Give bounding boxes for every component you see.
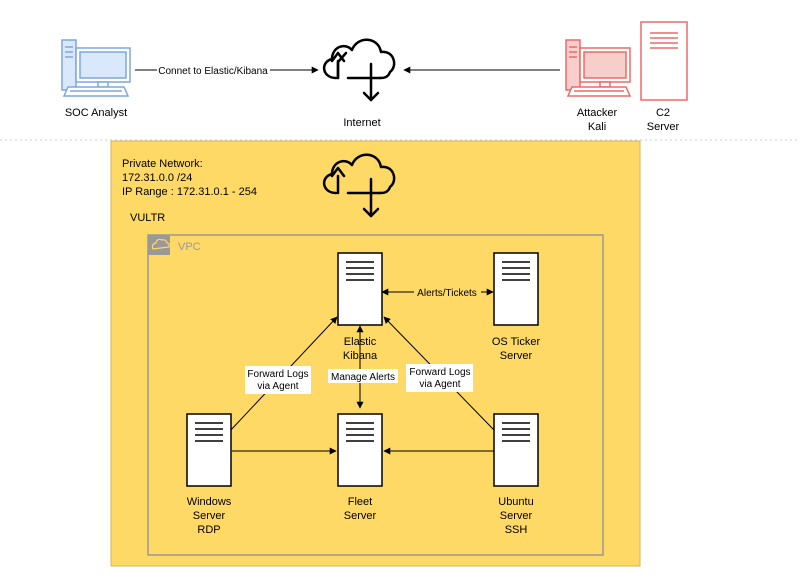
osticket-server-icon bbox=[493, 252, 539, 326]
forward-left-label-line2: via Agent bbox=[257, 381, 298, 392]
attacker-label-line2: Kali bbox=[588, 121, 606, 133]
internet-cloud-icon bbox=[323, 38, 396, 102]
c2-label-line2: Server bbox=[647, 121, 680, 133]
connect-label: Connet to Elastic/Kibana bbox=[158, 66, 268, 77]
provider-label: VULTR bbox=[130, 212, 165, 224]
elastic-label-line2: Kibana bbox=[343, 350, 378, 362]
windows-label-line2: Server bbox=[193, 510, 226, 522]
internet-label: Internet bbox=[343, 117, 380, 129]
vpc-label: VPC bbox=[178, 241, 201, 253]
manage-alerts-label-bg bbox=[328, 369, 398, 383]
alerts-tickets-label: Alerts/Tickets bbox=[417, 288, 477, 299]
forward-left-label-bg bbox=[245, 366, 311, 394]
forward-right-label-line1: Forward Logs bbox=[409, 367, 470, 378]
connect-label-bg bbox=[157, 63, 270, 77]
fleet-label-line1: Fleet bbox=[348, 496, 372, 508]
ubuntu-label-line1: Ubuntu bbox=[498, 496, 533, 508]
forward-left-label-line1: Forward Logs bbox=[247, 369, 308, 380]
attacker-workstation-icon bbox=[565, 39, 632, 97]
private-network-cidr: 172.31.0.0 /24 bbox=[122, 172, 192, 184]
osticket-label-line2: Server bbox=[500, 350, 533, 362]
windows-label-line3: RDP bbox=[197, 524, 220, 536]
private-network-title: Private Network: bbox=[122, 158, 203, 170]
manage-alerts-label: Manage Alerts bbox=[331, 372, 395, 383]
forward-right-label-bg bbox=[406, 364, 473, 392]
alerts-tickets-label-bg bbox=[414, 285, 481, 299]
elastic-kibana-server-icon bbox=[337, 252, 383, 326]
forward-right-label-line2: via Agent bbox=[419, 379, 460, 390]
elastic-label-line1: Elastic bbox=[344, 336, 377, 348]
vpc-container bbox=[147, 234, 604, 556]
ubuntu-label-line2: Server bbox=[500, 510, 533, 522]
private-network-range: IP Range : 172.31.0.1 - 254 bbox=[122, 186, 257, 198]
network-cloud-icon bbox=[323, 153, 396, 218]
soc-analyst-label: SOC Analyst bbox=[65, 107, 127, 119]
c2-label-line1: C2 bbox=[656, 107, 670, 119]
c2-server-icon bbox=[640, 21, 688, 101]
vpc-cloud-icon bbox=[148, 235, 170, 255]
attacker-label-line1: Attacker bbox=[577, 107, 618, 119]
osticket-label-line1: OS Ticker bbox=[492, 336, 541, 348]
ubuntu-label-line3: SSH bbox=[505, 524, 528, 536]
ubuntu-server-icon bbox=[493, 413, 539, 487]
fleet-label-line2: Server bbox=[344, 510, 377, 522]
windows-server-icon bbox=[186, 413, 232, 487]
fleet-server-icon bbox=[337, 413, 383, 487]
windows-label-line1: Windows bbox=[187, 496, 232, 508]
soc-analyst-workstation-icon bbox=[61, 39, 131, 97]
